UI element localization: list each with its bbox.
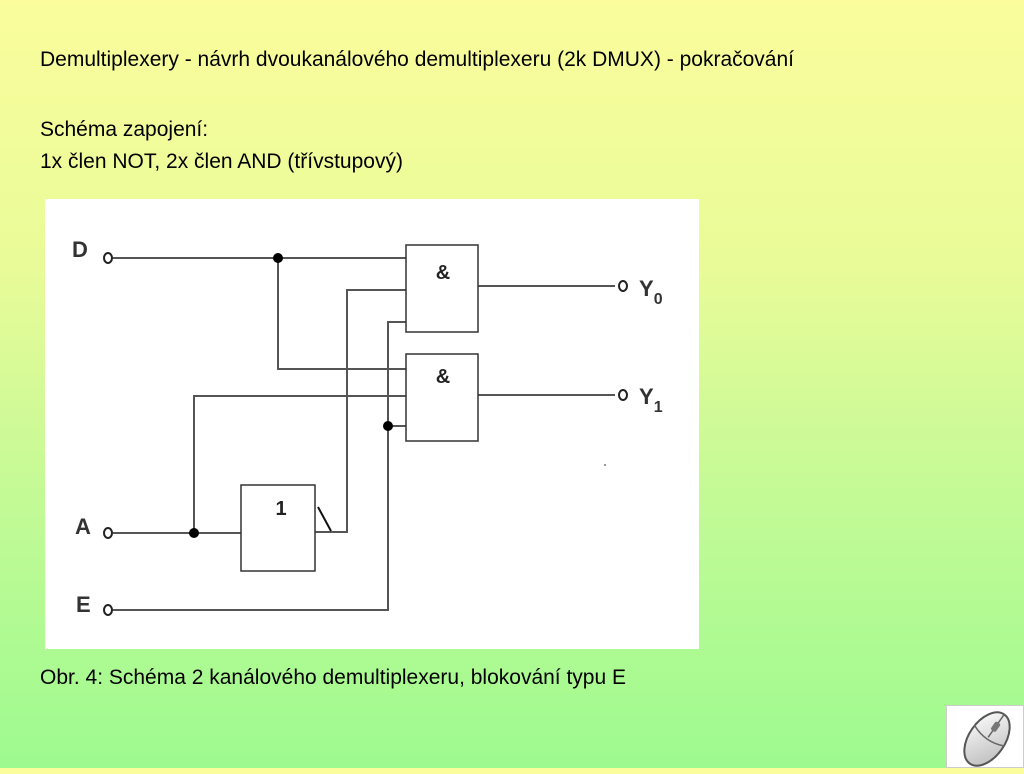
wires	[113, 257, 615, 611]
junction-e	[383, 421, 393, 431]
wire-e	[113, 321, 406, 611]
terminal-d	[103, 252, 113, 264]
slide-title: Demultiplexery - návrh dvoukanálového de…	[40, 48, 795, 71]
computer-mouse-icon	[963, 711, 1011, 767]
schematic-svg: & & 1 D A E Y0 Y1	[72, 237, 663, 617]
wire-not-out	[315, 289, 406, 533]
demux-schematic: & & 1 D A E Y0 Y1	[45, 199, 699, 649]
junction-a	[189, 528, 199, 538]
terminal-y1	[618, 389, 628, 401]
wire-d-branch	[277, 258, 406, 370]
artifact-dot	[604, 464, 606, 466]
wire-a-branch	[193, 395, 406, 533]
terminal-e	[103, 604, 113, 616]
component-list: 1x člen NOT, 2x člen AND (třívstupový)	[40, 150, 403, 173]
schema-heading: Schéma zapojení:	[40, 118, 209, 141]
output-label-y1: Y1	[639, 384, 663, 416]
terminal-a	[103, 527, 113, 539]
and-gate-top	[405, 244, 479, 333]
nav-mouse-button[interactable]	[946, 705, 1024, 768]
junction-d	[273, 253, 283, 263]
input-label-a: A	[75, 514, 91, 539]
negation-mark	[317, 506, 332, 532]
and-gate-bottom-label: &	[436, 366, 450, 388]
input-label-e: E	[76, 592, 91, 617]
and-gate-bottom	[405, 353, 479, 442]
not-gate-label: 1	[275, 498, 286, 520]
and-gate-top-label: &	[436, 262, 450, 284]
figure-caption: Obr. 4: Schéma 2 kanálového demultiplexe…	[40, 666, 627, 689]
output-label-y0: Y0	[639, 276, 663, 308]
terminal-y0	[618, 280, 628, 292]
not-gate	[240, 484, 316, 572]
input-label-d: D	[72, 237, 88, 262]
